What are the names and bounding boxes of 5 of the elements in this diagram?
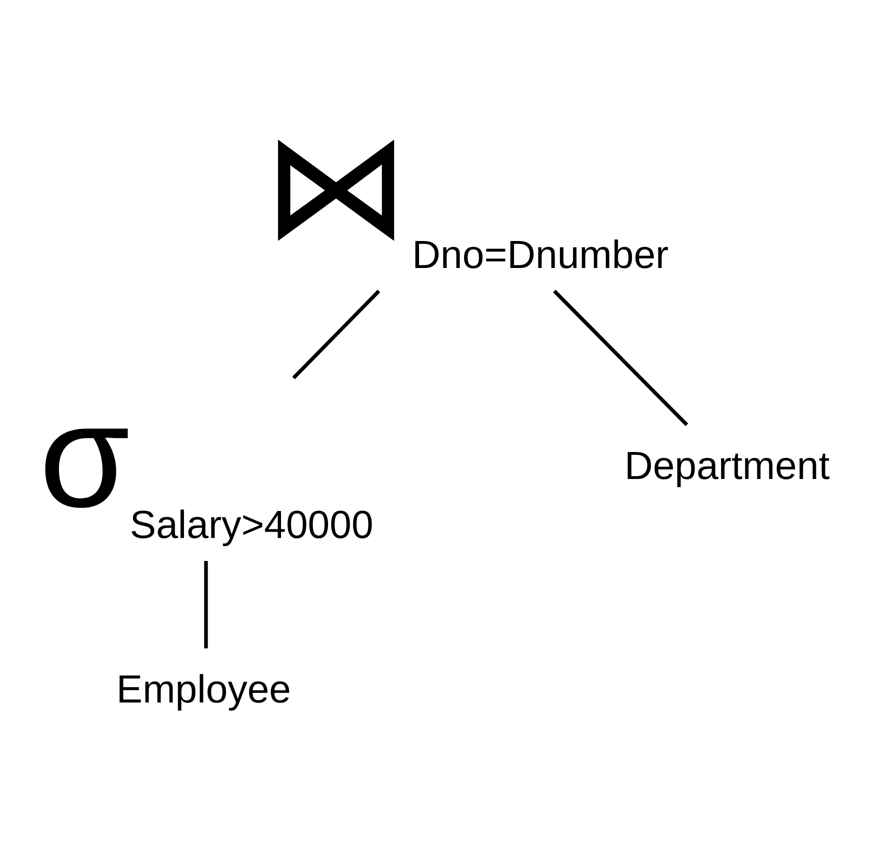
node-text: Department <box>624 444 830 488</box>
connector <box>292 290 380 380</box>
connector <box>204 560 208 648</box>
node-text: Employee <box>116 667 292 712</box>
connector <box>553 290 688 426</box>
